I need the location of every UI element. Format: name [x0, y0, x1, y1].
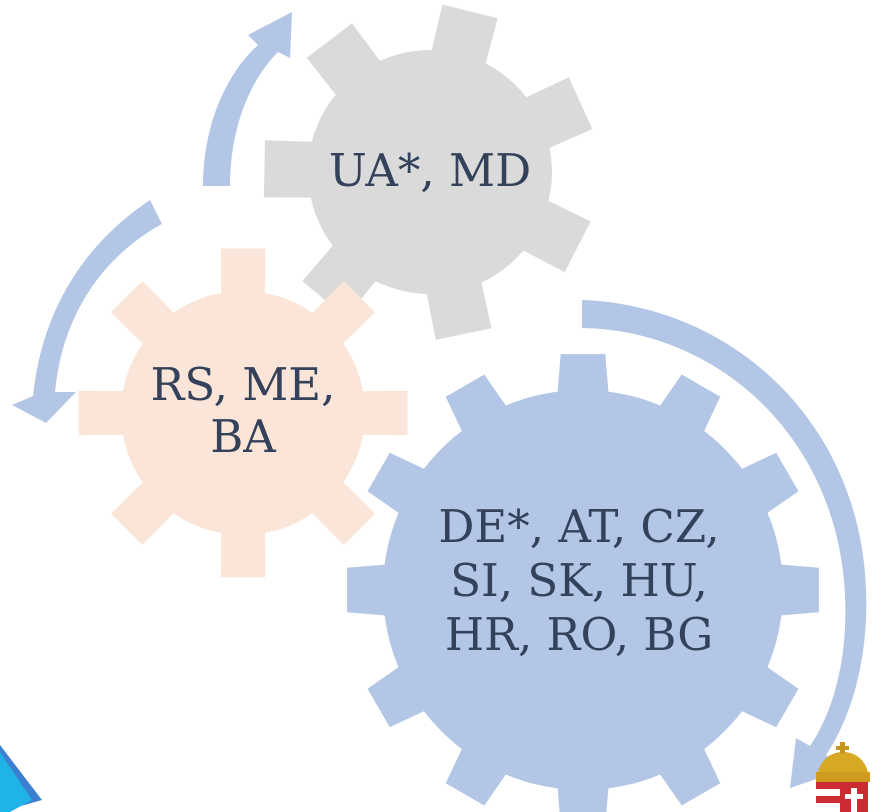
hungarian-crest-icon — [816, 742, 870, 812]
gear-label-line: BA — [210, 410, 276, 463]
gear-eu-danube — [347, 354, 819, 812]
corner-decoration-highlight — [0, 752, 32, 812]
gear-shape — [78, 248, 408, 578]
curved-arrow-icon — [582, 300, 867, 788]
gear-label-line: UA*, MD — [329, 144, 531, 197]
gear-label-line: SI, SK, HU, — [450, 554, 708, 607]
gear-label-line: DE*, AT, CZ, — [438, 500, 719, 553]
gear-shape — [347, 354, 819, 812]
gear-west-balkans — [78, 248, 408, 578]
gear-shape — [263, 4, 593, 340]
gear-label-line: HR, RO, BG — [445, 608, 713, 661]
curved-arrow-icon — [12, 200, 162, 423]
gear-label-line: RS, ME, — [151, 358, 336, 411]
curved-arrow-icon — [203, 12, 292, 186]
gear-east — [263, 4, 593, 340]
